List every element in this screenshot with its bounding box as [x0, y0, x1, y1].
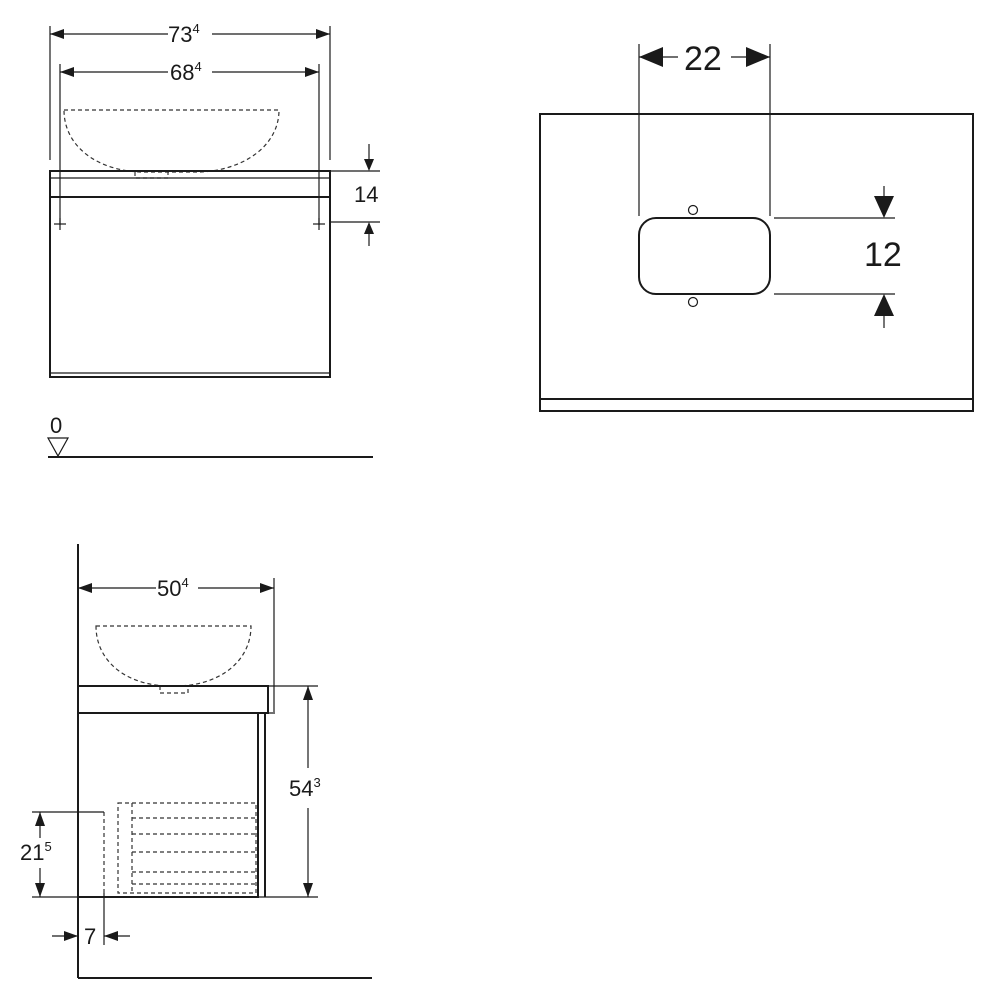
- side-countertop: [77, 685, 269, 714]
- side-drawer-height-sup: 5: [44, 839, 51, 854]
- side-drawer-outline: [117, 802, 257, 894]
- side-view: 504 543 215 7: [20, 544, 372, 979]
- side-basin-outline: [95, 625, 252, 687]
- top-mounting-hole-lower-icon: [687, 296, 699, 308]
- front-view: 734 684 14 0: [46, 21, 380, 458]
- side-height-sup: 3: [313, 775, 320, 790]
- floor-level-marker-icon: [46, 437, 70, 458]
- svg-text:504: 504: [157, 575, 189, 601]
- top-cutout-width-value: 22: [684, 40, 722, 78]
- top-view: 22 12: [539, 40, 974, 412]
- side-depth-sup: 4: [181, 575, 188, 590]
- floor-level-value: 0: [50, 413, 62, 438]
- front-overall-width-sup: 4: [192, 21, 199, 36]
- top-cutout-depth-value: 12: [864, 236, 902, 274]
- front-overall-width-value: 73: [168, 22, 192, 47]
- top-cutout: [638, 217, 771, 295]
- front-basin-outline: [63, 109, 280, 173]
- front-drain: [134, 172, 169, 179]
- front-top-thickness-value: 14: [354, 182, 378, 207]
- side-wall-gap-value: 7: [84, 924, 96, 949]
- side-drain: [159, 686, 189, 694]
- top-countertop-edge: [539, 398, 974, 412]
- side-cabinet-body: [77, 712, 259, 898]
- front-inner-width-sup: 4: [194, 59, 201, 74]
- side-drawer-height-value: 21: [20, 840, 44, 865]
- side-depth-value: 50: [157, 576, 181, 601]
- front-countertop: [49, 170, 331, 198]
- svg-text:543: 543: [289, 775, 321, 801]
- svg-text:684: 684: [170, 59, 202, 85]
- front-inner-width-value: 68: [170, 60, 194, 85]
- top-mounting-hole-upper-icon: [687, 204, 699, 216]
- top-countertop-outline: [539, 113, 974, 400]
- side-height-value: 54: [289, 776, 313, 801]
- front-cabinet-body: [49, 196, 331, 378]
- svg-text:734: 734: [168, 21, 200, 47]
- svg-text:215: 215: [20, 839, 52, 865]
